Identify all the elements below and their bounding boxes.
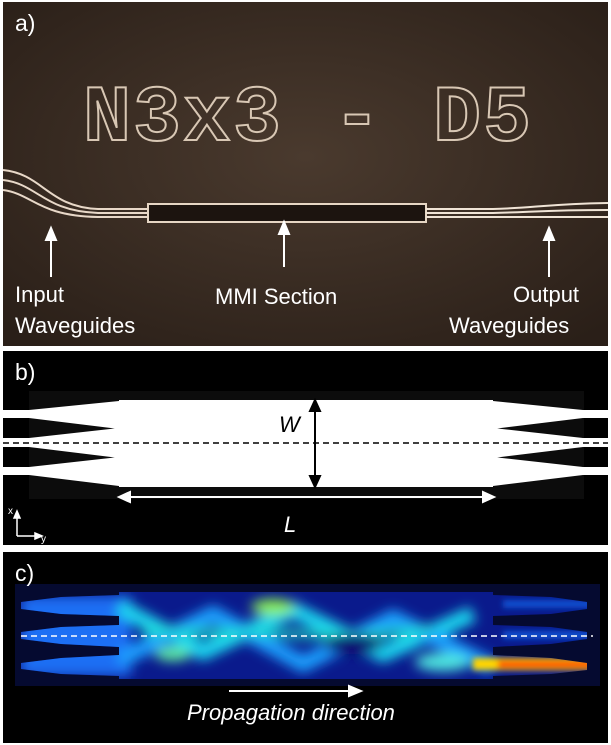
photo-background <box>3 2 608 346</box>
output-label-line2: Waveguides <box>449 313 570 338</box>
propagation-caption: Propagation direction <box>187 700 395 725</box>
panel-c-label: c) <box>15 560 35 586</box>
input-label-line1: Input <box>15 282 64 307</box>
annotation-arrows <box>44 219 556 277</box>
axis-x-label: x <box>8 506 13 517</box>
input-label-line2: Waveguides <box>15 313 136 338</box>
field-intensity-map <box>3 552 608 743</box>
axis-indicator <box>12 509 44 541</box>
input-waveguides-shape <box>3 169 148 218</box>
length-symbol: L <box>284 512 297 537</box>
propagation-arrow <box>229 684 364 698</box>
chip-photo: N3x3 - D5 <box>3 2 608 346</box>
panel-a-label: a) <box>15 10 36 36</box>
width-arrow <box>308 397 322 490</box>
mmi-label: MMI Section <box>215 284 338 309</box>
output-label-line1: Output <box>513 282 580 307</box>
panel-c-simulation: c) Propagation direction <box>3 552 608 743</box>
panel-a-photo: N3x3 - D5 a) Input Waveguides MMI Sectio… <box>3 2 608 346</box>
waveguide-geometry <box>3 400 608 487</box>
mmi-schematic <box>3 351 608 545</box>
output-waveguides-shape <box>426 202 608 218</box>
length-arrow <box>116 490 497 504</box>
panel-b-label: b) <box>15 359 36 385</box>
mmi-section-shape <box>147 203 427 223</box>
chip-marking: N3x3 - D5 <box>83 74 533 165</box>
panel-b-schematic: b) W L x y <box>3 351 608 545</box>
width-symbol: W <box>279 412 300 437</box>
axis-y-label: y <box>41 534 46 545</box>
